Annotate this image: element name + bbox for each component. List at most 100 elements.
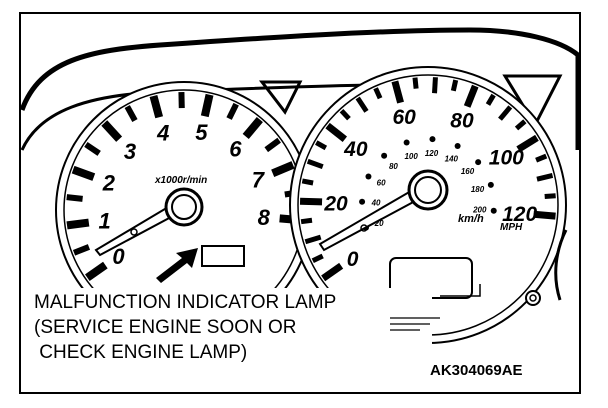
speedometer-tick (516, 134, 539, 153)
speedometer-ticks (299, 77, 556, 282)
speedometer-mph-number: 40 (371, 198, 381, 207)
tachometer-stop-pin (130, 228, 138, 236)
speedometer-tick (391, 80, 404, 104)
speedometer-kmh-number: 40 (343, 138, 368, 161)
tachometer-numbers: 01 234 567 8 (99, 120, 271, 269)
tachometer-hub-inner (171, 194, 197, 220)
speedometer-tick (355, 96, 369, 113)
speedometer-kmh-number: 100 (489, 147, 524, 170)
speedometer-tick (535, 153, 548, 163)
tachometer-number: 2 (102, 171, 116, 196)
speedometer-tick (339, 108, 351, 121)
speedometer-stop-pin (360, 224, 368, 232)
speedometer-mph-dot (365, 173, 372, 180)
callout-background (30, 288, 432, 366)
tachometer-tick (85, 261, 108, 281)
speedometer-mph-dot (490, 207, 497, 214)
speedometer-tick (463, 84, 479, 108)
trip-reset-knob (525, 290, 541, 306)
tachometer-tick (200, 93, 214, 118)
indicator-window-left (258, 80, 303, 115)
tachometer-number: 8 (258, 205, 271, 230)
speedometer-tick (373, 87, 383, 100)
speedometer-mph-number: 120 (425, 149, 439, 158)
tachometer-number: 0 (112, 244, 125, 269)
tachometer-number: 1 (99, 208, 111, 233)
speedometer-tick (536, 173, 554, 182)
speedometer-tick (321, 262, 344, 282)
speedometer-tick (311, 253, 324, 264)
tachometer-tick (101, 120, 123, 142)
tachometer-tick (149, 94, 164, 119)
speedometer-mph-number: 180 (471, 185, 485, 194)
speedometer-tick (325, 122, 348, 143)
callout-line-1: MALFUNCTION INDICATOR LAMP (34, 292, 336, 313)
speedometer-tick (300, 217, 313, 225)
tachometer-tick (66, 218, 90, 230)
right-gauge-edge (554, 229, 568, 301)
speedometer-mph-unit: MPH (500, 222, 523, 233)
callout-leader-line (440, 284, 481, 297)
speedometer-tick (485, 93, 496, 106)
speedometer-mph-number: 140 (445, 155, 459, 164)
speedometer-tick (533, 210, 556, 220)
speedometer-tick (301, 178, 314, 186)
tachometer-tick (264, 137, 281, 153)
tachometer-tick (271, 161, 295, 177)
speedometer-kmh-number: 0 (347, 248, 359, 271)
tachometer-tick (242, 117, 263, 140)
speedometer-tick (544, 193, 556, 199)
speedometer-hub-inner (414, 176, 442, 204)
speedometer-mph-dot (429, 136, 436, 143)
speedometer-kmh-number: 80 (450, 110, 474, 133)
speedometer-tick (432, 77, 438, 94)
speedometer-mph-number: 20 (374, 219, 384, 228)
speedometer-mph-dot (381, 152, 388, 159)
speedometer-mph-number: 160 (461, 167, 475, 176)
pointer-arrow (156, 248, 198, 283)
speedometer-mph-dot (359, 198, 366, 205)
speedometer-tick (299, 197, 323, 206)
figure-id: AK304069AE (430, 362, 523, 379)
tachometer-ticks (66, 91, 302, 281)
tachometer-number: 6 (229, 137, 242, 162)
speedometer-kmh-number: 20 (323, 192, 348, 215)
tachometer-unit-label: x1000r/min (154, 175, 207, 186)
tachometer-tick (226, 102, 239, 120)
speedometer-kmh-number: 120 (502, 203, 537, 226)
tachometer-number: 3 (124, 139, 136, 164)
speedometer-mph-dot (403, 139, 410, 146)
speedometer-tick (514, 119, 527, 131)
speedometer-tick (498, 105, 513, 121)
tachometer-tick (72, 244, 91, 256)
tachometer-tick (71, 165, 96, 181)
tachometer-number: 5 (195, 120, 208, 145)
panel-housing-outer (19, 27, 581, 150)
malfunction-indicator-lamp (201, 245, 245, 267)
speedometer-mph-dot (454, 143, 461, 150)
tachometer-tick (124, 105, 138, 123)
callout-line-3: CHECK ENGINE LAMP) (34, 342, 247, 363)
speedometer-kmh-number: 60 (393, 106, 417, 129)
speedometer-mph-dot (487, 181, 494, 188)
speedometer-mph-dot (475, 159, 482, 166)
speedometer-mph-number: 100 (404, 152, 418, 161)
tachometer-tick (84, 141, 101, 156)
speedometer-tick (450, 79, 459, 92)
speedometer-kmh-unit: km/h (458, 213, 484, 225)
speedometer-tick (304, 234, 322, 245)
figure-border (19, 12, 581, 394)
indicator-window-right (502, 74, 563, 129)
speedometer-mph-number: 200 (472, 206, 487, 215)
speedometer-tick (306, 158, 324, 170)
tachometer-number: 4 (156, 121, 169, 146)
speedometer-mph-number: 60 (377, 179, 386, 188)
tachometer-tick (66, 194, 83, 202)
tachometer-number: 7 (252, 167, 266, 192)
callout-line-2: (SERVICE ENGINE SOON OR (34, 317, 297, 338)
speedometer-mph-number: 80 (389, 162, 398, 171)
speedometer-tick (315, 140, 328, 151)
